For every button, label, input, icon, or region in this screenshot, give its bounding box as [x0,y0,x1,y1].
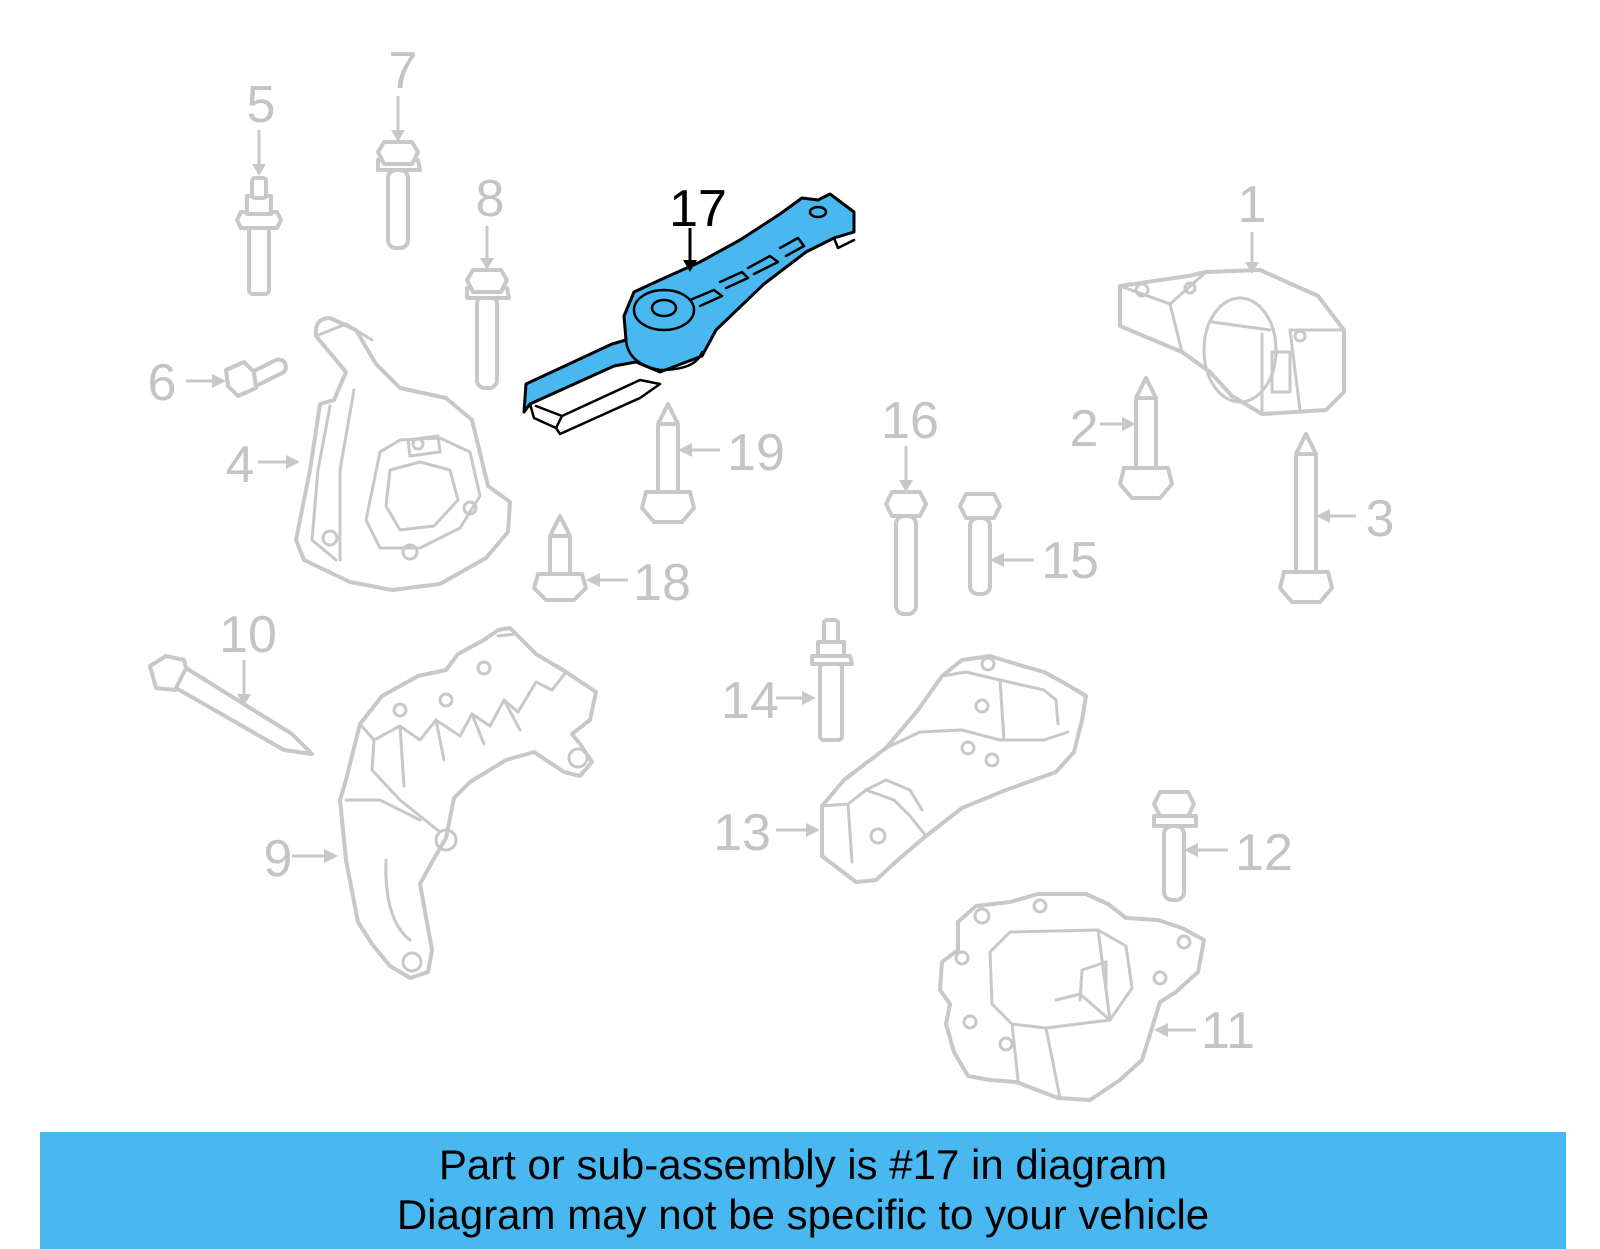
callout-label-14: 14 [721,672,779,730]
callout-label-2: 2 [1070,400,1099,458]
bolt-12 [1152,790,1228,902]
callout-label-11: 11 [1201,1002,1255,1060]
bolt-19 [640,402,720,524]
bolt-14 [776,618,854,742]
callout-label-3: 3 [1366,490,1395,548]
callout-label-10: 10 [219,606,277,664]
info-banner: Part or sub-assembly is #17 in diagram D… [40,1132,1566,1249]
callout-label-7: 7 [389,42,418,100]
bolt-6 [186,357,288,398]
bolt-7 [376,96,422,250]
callout-label-17: 17 [669,180,727,238]
callout-label-18: 18 [633,554,691,612]
callout-label-8: 8 [476,170,505,228]
bracket-9 [292,626,598,980]
torque-rod-17 [522,192,856,436]
bolt-16 [884,446,928,616]
transmission-mount-11 [938,892,1206,1102]
callout-label-12: 12 [1235,824,1293,882]
bolt-5 [235,130,283,296]
bolt-10 [148,654,314,756]
callout-label-16: 16 [881,392,939,450]
callout-label-15: 15 [1041,532,1099,590]
callout-label-6: 6 [148,354,177,412]
callout-label-9: 9 [264,830,293,888]
bracket-1 [1118,232,1346,416]
engine-mount-4 [258,316,512,592]
callout-label-13: 13 [713,804,771,862]
bolt-2 [1100,376,1174,500]
banner-line-2: Diagram may not be specific to your vehi… [396,1191,1210,1238]
callout-label-1: 1 [1238,176,1267,234]
bolt-15 [958,492,1034,596]
bolt-18 [532,514,628,602]
callout-label-5: 5 [247,76,276,134]
bolt-8 [465,226,511,390]
banner-line-1: Part or sub-assembly is #17 in diagram [438,1141,1168,1188]
bracket-13 [776,654,1088,884]
bolt-3 [1278,432,1356,604]
callout-label-19: 19 [727,424,785,482]
callout-label-4: 4 [226,436,255,494]
